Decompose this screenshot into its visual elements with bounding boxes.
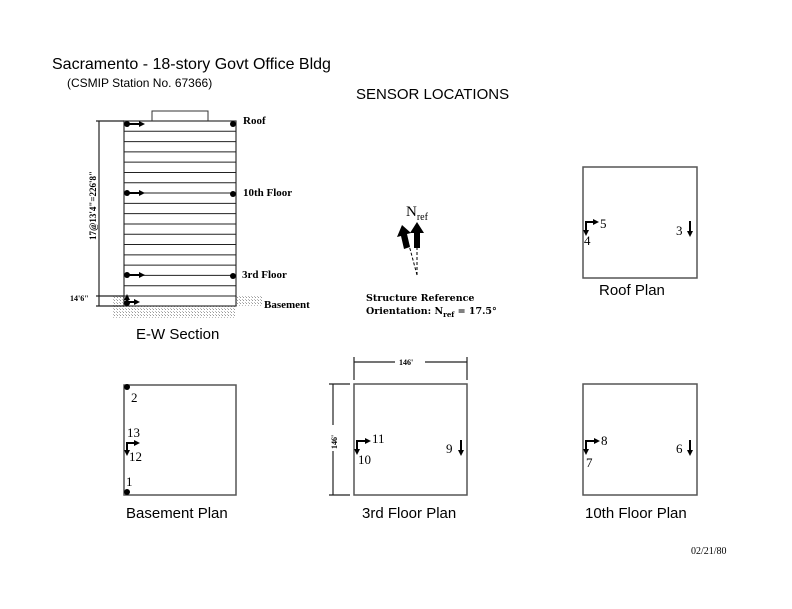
sensor-3: 3: [676, 223, 683, 238]
label-basement: Basement: [264, 299, 310, 311]
sensor-2: 2: [131, 390, 138, 405]
orientation-line2: Orientation: Nref = 17.5°: [366, 306, 497, 319]
height-dimension: 17@13'4"=226'8": [88, 171, 98, 240]
north-arrow-icon: [410, 222, 424, 248]
sensor-7: 7: [586, 455, 593, 470]
page-title: Sacramento - 18-story Govt Office Bldg: [52, 56, 331, 73]
basement-plan-caption: Basement Plan: [126, 505, 228, 522]
height-dimension-plan: 146': [330, 435, 339, 449]
structure-arrow-icon: [397, 225, 411, 249]
roof-plan-caption: Roof Plan: [599, 282, 665, 299]
section-caption: E-W Section: [136, 326, 219, 343]
third-floor-plan-caption: 3rd Floor Plan: [362, 505, 456, 522]
sensor-4: 4: [584, 233, 591, 248]
ew-section: 17@13'4"=226'8" 14'6" Roof 10th Floor 3r…: [70, 110, 310, 343]
basement-plan: 2 13 12 1 Basement Plan: [123, 384, 237, 522]
tenth-floor-plan-caption: 10th Floor Plan: [585, 505, 687, 522]
label-10th-floor: 10th Floor: [243, 187, 292, 199]
sensor-5: 5: [600, 216, 607, 231]
sensor-9: 9: [446, 441, 453, 456]
date-stamp: 02/21/80: [691, 546, 727, 557]
orientation-line1: Structure Reference: [366, 293, 474, 304]
north-reference: Nref Structure Reference Orientation: Nr…: [366, 204, 497, 319]
diagram-heading: SENSOR LOCATIONS: [356, 86, 509, 103]
north-label: Nref: [406, 204, 429, 223]
sensor-12: 12: [129, 449, 142, 464]
tenth-floor-plan: 8 7 6 10th Floor Plan: [582, 383, 698, 522]
sensor-1: 1: [126, 474, 133, 489]
sensor-10: 10: [358, 452, 371, 467]
sensor-11: 11: [372, 431, 385, 446]
sensor-13: 13: [127, 425, 140, 440]
label-3rd-floor: 3rd Floor: [242, 269, 287, 281]
station-number: (CSMIP Station No. 67366): [67, 76, 212, 90]
sensor-8: 8: [601, 433, 608, 448]
sensor-6: 6: [676, 441, 683, 456]
roof-plan: 5 4 3 Roof Plan: [582, 166, 698, 299]
width-dimension: 146': [399, 358, 413, 367]
third-floor-plan: 146' 146' 11 10 9 3rd Floor Plan: [327, 356, 468, 522]
label-roof: Roof: [243, 115, 266, 127]
basement-dimension: 14'6": [70, 294, 89, 303]
